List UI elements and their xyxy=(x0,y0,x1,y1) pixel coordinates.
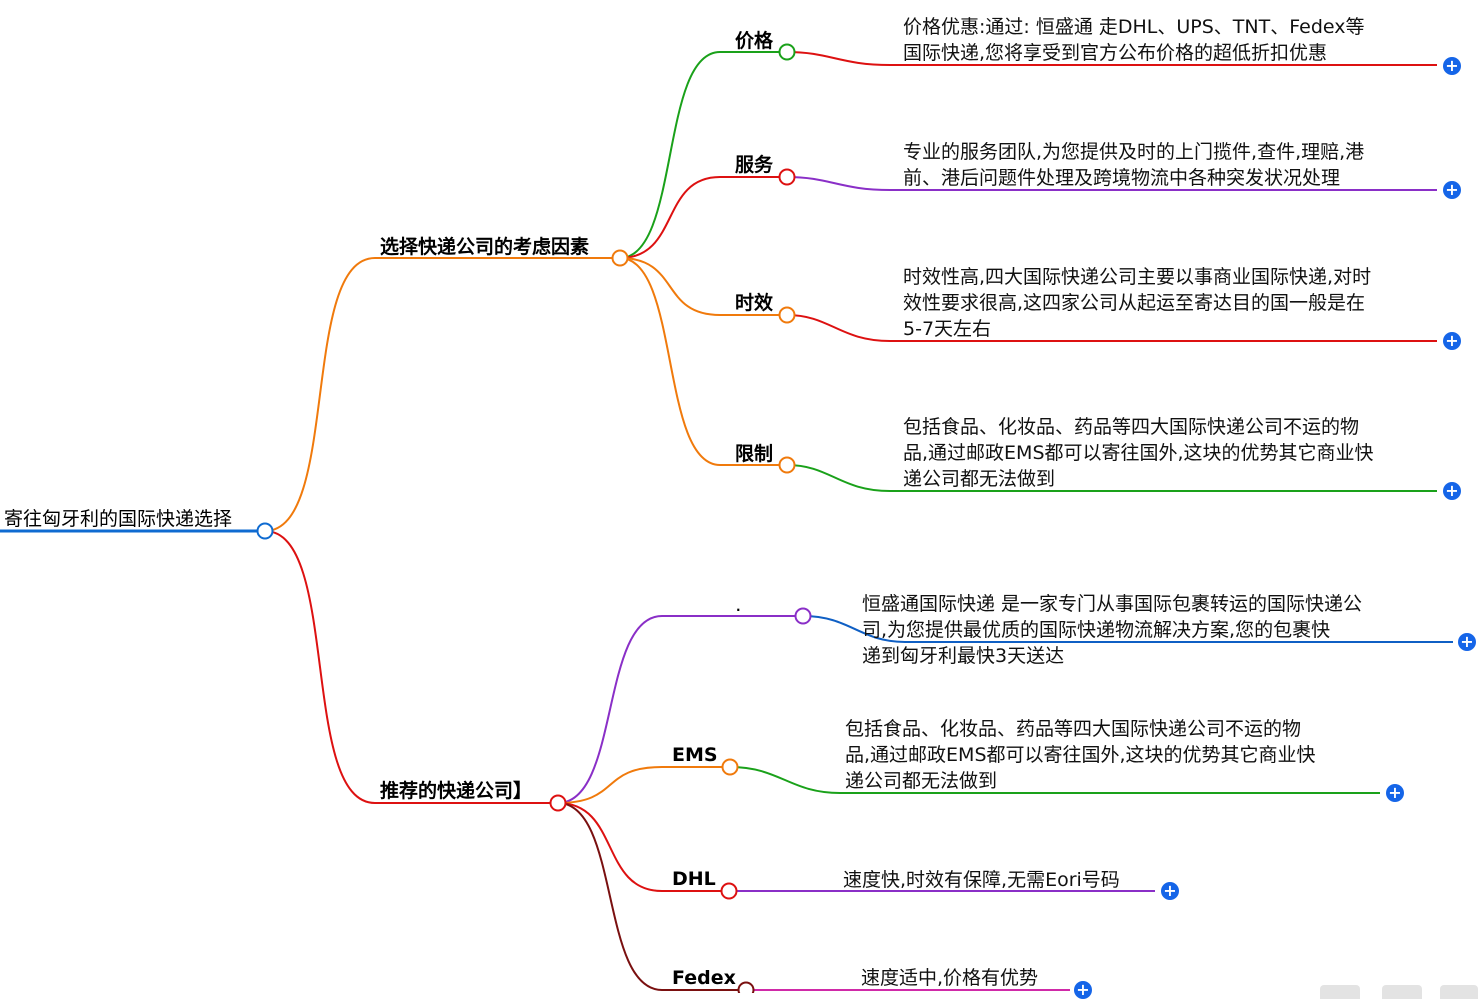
price-label[interactable]: 价格 xyxy=(735,30,774,52)
leaf-line-price xyxy=(786,51,1437,66)
toolbar-chip-3[interactable] xyxy=(1440,985,1478,999)
expand-timeliness-button[interactable]: + xyxy=(1443,332,1461,350)
root-topic[interactable]: 寄往匈牙利的国际快递选择 xyxy=(4,508,233,530)
timeliness-node-toggle[interactable] xyxy=(778,306,796,324)
connector-root-branch-2 xyxy=(264,530,558,804)
connector-price xyxy=(619,51,787,259)
expand-ems-button[interactable]: + xyxy=(1386,784,1404,802)
toolbar-chip-2[interactable] xyxy=(1382,985,1422,999)
timeliness-label[interactable]: 时效 xyxy=(735,292,774,314)
hengshengtong-description-text: 恒盛通国际快递 是一家专门从事国际包裹转运的国际快递公 司,为您提供最优质的国际… xyxy=(862,593,1363,667)
restriction-node-toggle[interactable] xyxy=(778,456,796,474)
connector-ems xyxy=(557,766,730,804)
leaf-line-restriction xyxy=(786,464,1437,492)
expand-service-button[interactable]: + xyxy=(1443,181,1461,199)
price-node-toggle[interactable] xyxy=(778,43,796,61)
toolbar-chip-1[interactable] xyxy=(1320,985,1360,999)
ems-label[interactable]: EMS xyxy=(672,744,718,766)
connector-timeliness xyxy=(619,257,787,316)
dhl-label[interactable]: DHL xyxy=(672,868,716,890)
branch-recommended-label[interactable]: 推荐的快递公司】 xyxy=(380,780,533,802)
branch-recommended-toggle[interactable] xyxy=(549,794,567,812)
service-description: 专业的服务团队,为您提供及时的上门揽件,查件,理赔,港 前、港后问题件处理及跨境… xyxy=(903,141,1365,189)
ems-description: 包括食品、化妆品、药品等四大国际快递公司不运的物 品,通过邮政EMS都可以寄往国… xyxy=(845,718,1316,792)
branch-factors-label[interactable]: 选择快递公司的考虑因素 xyxy=(380,236,590,258)
fedex-description: 速度适中,价格有优势 xyxy=(861,967,1039,989)
connector-restriction xyxy=(619,257,787,466)
dhl-description: 速度快,时效有保障,无需Eori号码 xyxy=(843,869,1120,891)
restriction-description: 包括食品、化妆品、药品等四大国际快递公司不运的物 品,通过邮政EMS都可以寄往国… xyxy=(903,416,1374,490)
timeliness-description: 时效性高,四大国际快递公司主要以事商业国际快递,对时 效性要求很高,这四家公司从… xyxy=(903,266,1372,340)
hengshengtong-node-toggle[interactable] xyxy=(794,607,812,625)
fedex-node-toggle[interactable] xyxy=(737,981,755,994)
connector-hengshengtong xyxy=(557,615,803,804)
expand-price-button[interactable]: + xyxy=(1443,57,1461,75)
expand-restriction-button[interactable]: + xyxy=(1443,482,1461,500)
hengshengtong-description: 恒盛通国际快递 是一家专门从事国际包裹转运的国际快递公 司,为您提供最优质的国际… xyxy=(862,565,1442,695)
service-label[interactable]: 服务 xyxy=(735,154,774,176)
service-node-toggle[interactable] xyxy=(778,168,796,186)
leaf-line-ems xyxy=(729,766,1380,794)
restriction-label[interactable]: 限制 xyxy=(735,443,774,465)
ems-node-toggle[interactable] xyxy=(721,758,739,776)
leaf-line-timeliness xyxy=(786,314,1437,342)
connector-fedex xyxy=(557,802,746,991)
expand-hengshengtong-button[interactable]: + xyxy=(1458,633,1476,651)
leaf-line-service xyxy=(786,176,1437,191)
connector-dhl xyxy=(557,802,729,892)
root-node-toggle[interactable] xyxy=(256,522,274,540)
connector-root-branch-1 xyxy=(264,257,620,532)
leaf-line-hengshengtong xyxy=(802,615,1453,643)
expand-fedex-button[interactable]: + xyxy=(1074,981,1092,999)
expand-dhl-button[interactable]: + xyxy=(1161,882,1179,900)
connector-service xyxy=(619,176,787,259)
dhl-node-toggle[interactable] xyxy=(720,882,738,900)
branch-factors-toggle[interactable] xyxy=(611,249,629,267)
hengshengtong-label[interactable]: . xyxy=(736,600,741,614)
fedex-label[interactable]: Fedex xyxy=(672,967,736,989)
price-description: 价格优惠:通过: 恒盛通 走DHL、UPS、TNT、Fedex等 国际快递,您将… xyxy=(903,16,1365,64)
